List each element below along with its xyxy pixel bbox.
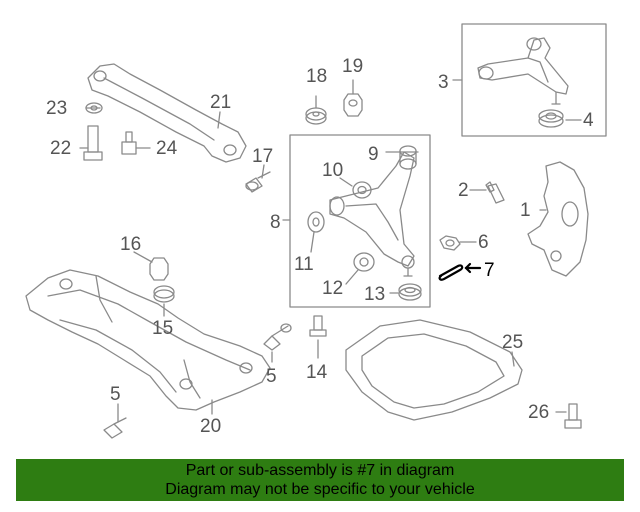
bolt-5-center[interactable] — [263, 323, 292, 351]
callout-10: 10 — [322, 160, 343, 181]
info-banner: Part or sub-assembly is #7 in diagram Di… — [16, 459, 624, 501]
callout-labels: 3 4 9 10 8 11 12 13 6 7 1 2 23 22 24 17 … — [46, 56, 594, 437]
bolt-22[interactable] — [83, 125, 103, 161]
callout-3: 3 — [438, 72, 449, 93]
callout-9: 9 — [368, 144, 379, 165]
front-subframe[interactable] — [25, 269, 271, 411]
callout-12: 12 — [322, 278, 343, 299]
callout-15: 15 — [152, 318, 173, 339]
upper-control-arm[interactable] — [477, 37, 569, 105]
callout-21: 21 — [210, 92, 231, 113]
washer-15[interactable] — [153, 285, 175, 303]
bolt-17[interactable] — [245, 171, 271, 193]
callout-24: 24 — [156, 138, 178, 159]
bolt-24[interactable] — [121, 131, 137, 155]
bushing-12[interactable] — [353, 252, 375, 272]
bolt-26[interactable] — [564, 403, 582, 429]
engine-splash-shield[interactable] — [345, 319, 523, 421]
washer-18[interactable] — [305, 107, 327, 125]
banner-line-2: Diagram may not be specific to your vehi… — [165, 481, 475, 498]
callout-6: 6 — [478, 232, 489, 253]
callout-2: 2 — [458, 180, 469, 201]
lower-arm-inset-box — [289, 134, 431, 308]
rear-crossmember[interactable] — [87, 63, 247, 163]
bolt-5-lower[interactable] — [103, 417, 127, 439]
callout-11: 11 — [294, 254, 314, 275]
callout-25: 25 — [502, 332, 523, 353]
callout-18: 18 — [306, 66, 327, 87]
nut-6[interactable] — [439, 235, 461, 251]
washer-11[interactable] — [307, 211, 325, 233]
callout-5-lower: 5 — [110, 384, 121, 405]
bolt-14[interactable] — [309, 315, 327, 337]
lower-control-arm[interactable] — [329, 151, 415, 277]
callout-4: 4 — [583, 110, 594, 131]
callout-19: 19 — [342, 56, 363, 77]
callout-14: 14 — [306, 362, 328, 383]
banner-line-1: Part or sub-assembly is #7 in diagram — [185, 462, 455, 479]
callout-8: 8 — [270, 212, 281, 233]
callout-7: 7 — [484, 260, 495, 281]
callout-5-center: 5 — [266, 366, 277, 387]
steering-knuckle[interactable] — [527, 161, 589, 277]
bushing-10[interactable] — [352, 181, 372, 199]
cotter-pin-part-7[interactable] — [438, 262, 482, 281]
callout-16: 16 — [120, 234, 141, 255]
parts-diagram: 3 4 9 10 8 11 12 13 6 7 1 2 23 22 24 17 … — [25, 23, 607, 439]
callout-17: 17 — [252, 146, 273, 167]
callout-22: 22 — [50, 138, 71, 159]
callout-1: 1 — [520, 200, 531, 221]
callout-20: 20 — [200, 416, 221, 437]
bushing-13[interactable] — [398, 283, 422, 301]
callout-13: 13 — [364, 284, 385, 305]
bushing-16[interactable] — [149, 257, 169, 281]
callout-26: 26 — [528, 402, 549, 423]
leader-lines — [79, 79, 582, 423]
bushing-19[interactable] — [343, 93, 363, 117]
control-arm-bushing-upper[interactable] — [399, 145, 417, 170]
callout-23: 23 — [46, 98, 67, 119]
upper-arm-bushing[interactable] — [538, 109, 564, 128]
bolt-2[interactable] — [485, 181, 505, 204]
